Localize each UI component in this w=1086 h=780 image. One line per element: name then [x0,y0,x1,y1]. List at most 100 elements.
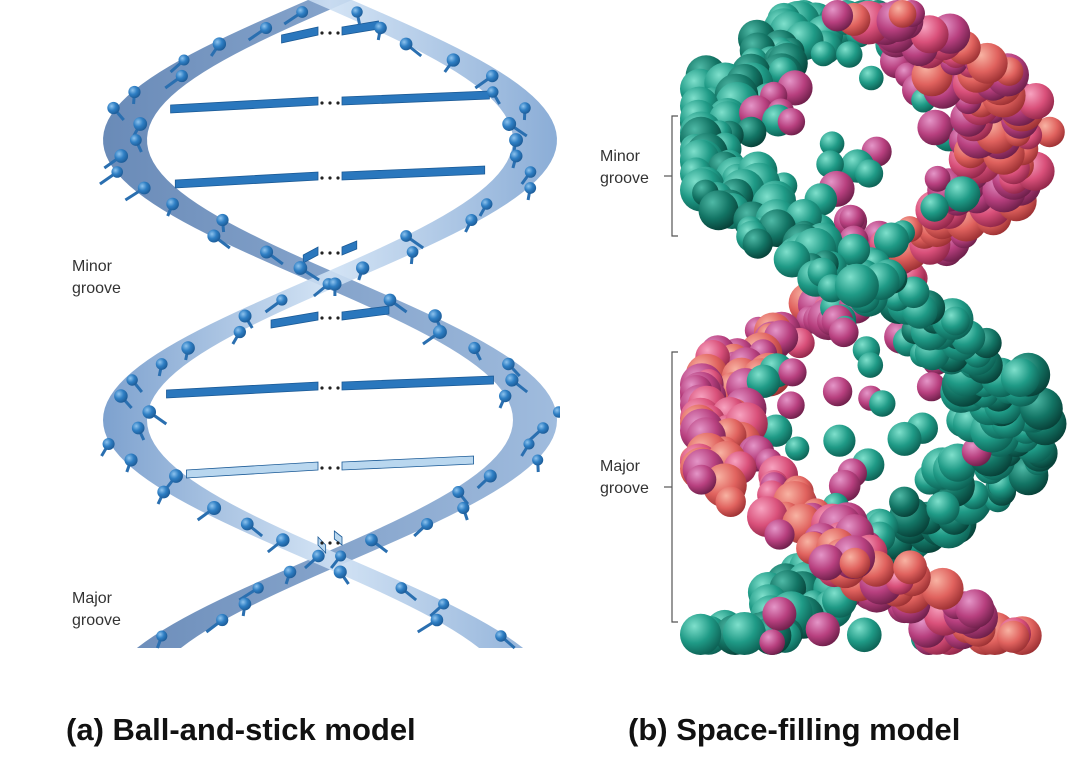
atom-ball [260,245,274,259]
atom-ball [107,101,120,115]
atom-ball [157,485,171,499]
atom-ball [238,597,252,611]
caption-b: (b) Space-filling model [628,712,961,747]
atom-ball [133,117,148,131]
atom-sphere [920,193,949,222]
atom-ball [374,21,387,35]
hydrogen-bond-dot [328,31,332,35]
atom-ball [502,117,517,131]
hydrogen-bond-dot [336,251,340,255]
atom-sphere [698,190,739,231]
ball-and-stick-diagram [99,0,560,650]
major-groove-label-b-line2: groove [600,480,649,497]
atom-ball [457,501,470,515]
atom-sphere [997,620,1030,653]
atom-ball [181,341,195,355]
base-pairs [166,20,494,554]
atom-ball [483,469,497,483]
base-slab-left [317,536,327,554]
atom-sphere [759,414,793,447]
atom-sphere [839,205,865,232]
atom-ball [430,613,444,627]
atom-ball [129,134,142,146]
hydrogen-bond-dot [328,541,332,545]
atom-ball [495,630,507,642]
minor-groove-label-a-line1: Minor [72,258,113,275]
atom-sphere [893,550,927,585]
caption-a: (a) Ball-and-stick model [66,712,416,747]
atom-ball [207,501,222,515]
atom-sphere [1017,83,1055,120]
atom-ball [296,6,309,18]
atom-sphere [819,131,845,156]
atom-ball [400,230,412,242]
atom-ball [428,309,442,323]
atom-sphere [1034,116,1065,148]
ball-and-stick-panel: Minor groove Major groove [0,0,560,690]
atom-ball [335,550,347,562]
atom-sphere [873,222,910,258]
atom-ball [468,341,481,355]
atom-sphere [746,364,781,398]
atom-ball [537,422,549,434]
minor-groove-label-b-line1: Minor [600,148,641,165]
atom-sphere [778,358,807,387]
atom-spheres [680,0,1067,656]
base-slab-right [341,455,474,471]
atom-sphere [762,596,797,631]
atom-ball [509,149,523,163]
hydrogen-bond-dot [336,316,340,320]
atom-ball [128,85,141,99]
atom-sphere [837,233,871,267]
atom-sphere [759,629,785,655]
atom-sphere [822,376,853,407]
atom-ball [523,438,535,450]
backbone-atoms [99,6,560,650]
atom-sphere [917,109,953,146]
atom-sphere [722,612,766,655]
hydrogen-bond-dot [320,386,324,390]
atom-ball [465,213,478,227]
atom-ball [312,549,325,563]
atom-ball [399,37,413,51]
base-slab-right [341,305,390,321]
atom-sphere [855,159,884,188]
atom-ball [406,246,419,258]
hydrogen-bond-dot [328,466,332,470]
atom-ball [486,86,499,98]
major-groove-label-a-line1: Major [72,590,113,607]
atom-ball [216,613,229,627]
base-slab-left [281,26,319,44]
atom-sphere [742,228,773,259]
hydrogen-bond-dot [320,176,324,180]
atom-ball [293,261,308,275]
atom-sphere [955,589,995,629]
atom-sphere [839,547,871,579]
atom-ball [486,69,499,83]
hydrogen-bond-dot [328,251,332,255]
atom-ball [509,133,523,147]
atom-ball [207,229,221,243]
base-slab-left [302,246,319,264]
atom-ball [114,149,129,163]
atom-sphere [869,390,896,417]
atom-ball [502,357,515,371]
hydrogen-bond-dot [328,101,332,105]
atom-ball [432,325,447,339]
atom-sphere [859,65,884,91]
minor-groove-label-b-line2: groove [600,170,649,187]
atom-sphere [808,544,845,581]
atom-ball [532,454,544,466]
atom-sphere [736,116,767,148]
atom-sphere [941,306,970,336]
atom-ball [137,181,151,195]
minor-groove-label-b: Minor groove [600,146,649,190]
hydrogen-bond-dot [336,466,340,470]
atom-ball [238,309,252,323]
minor-groove-label-a-line2: groove [72,280,121,297]
base-slab-right [341,240,358,256]
minor-groove-bracket [664,115,678,237]
hydrogen-bond-dot [336,176,340,180]
atom-ball [276,294,288,306]
atom-sphere [847,617,882,653]
